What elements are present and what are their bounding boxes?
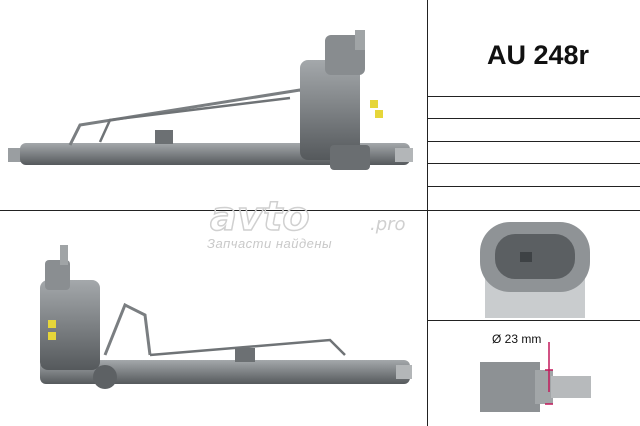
spec-row-line-4 [427, 163, 640, 164]
part-code: AU 248r [486, 40, 590, 70]
divider-middle [0, 210, 640, 211]
divider-right-lower [427, 320, 640, 321]
watermark-domain: .pro [370, 214, 406, 235]
divider-vertical [427, 0, 428, 426]
watermark-brand: avto [210, 194, 310, 240]
steering-rack-photo-top [8, 30, 413, 170]
spec-row-line-2 [427, 118, 640, 119]
steering-rack-photo-bottom [40, 245, 412, 389]
spec-row-line-3 [427, 141, 640, 142]
shaft-dimension-photo [480, 342, 591, 412]
spec-row-line-5 [427, 186, 640, 187]
spec-row-line-1 [427, 96, 640, 97]
dimension-label: Ø 23 mm [492, 332, 542, 346]
watermark-logo: avto .pro [209, 193, 406, 241]
watermark-caption: Запчасти найдены [207, 236, 333, 251]
port-closeup-photo [470, 212, 600, 318]
